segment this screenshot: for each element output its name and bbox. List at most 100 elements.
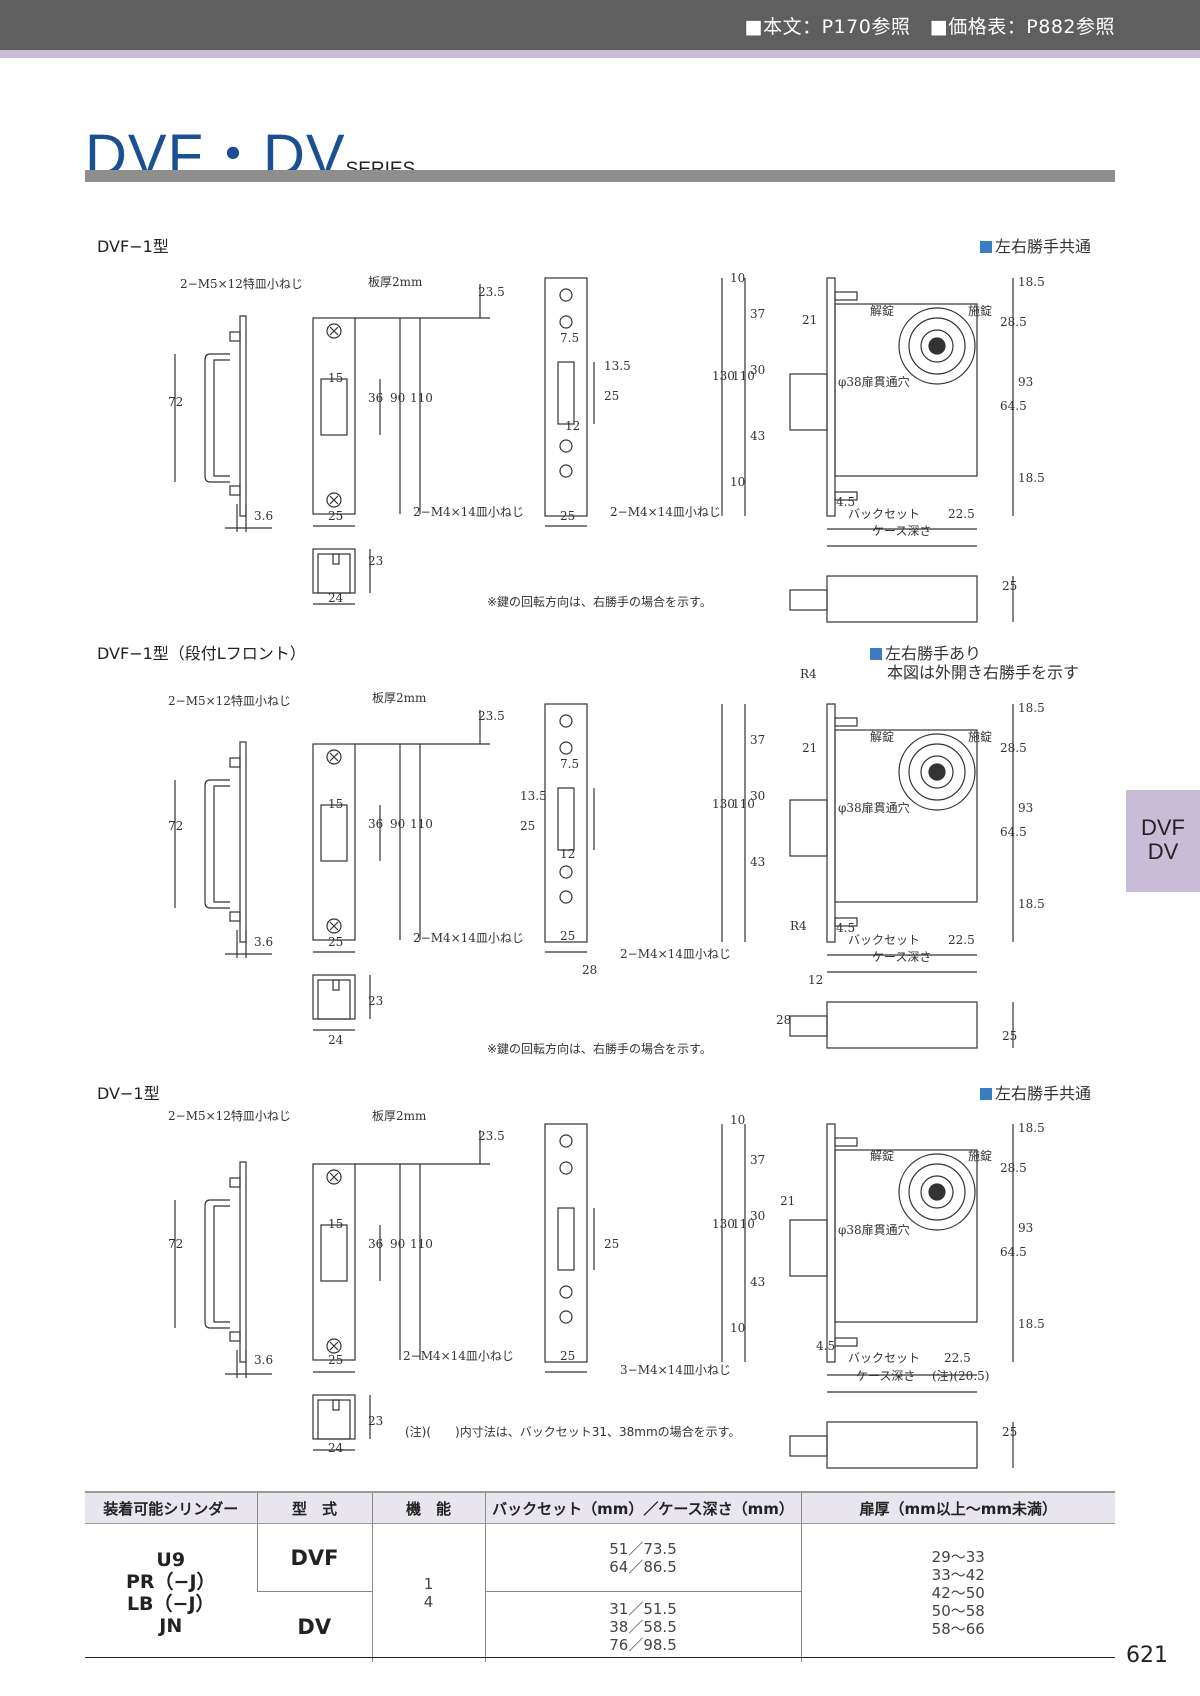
drawing-dvf1-l xyxy=(174,703,1014,1049)
dim-strike-25: 25 xyxy=(560,509,575,523)
dim-110b: 110 xyxy=(732,369,755,383)
dim-93-2: 93 xyxy=(1018,801,1033,815)
dim-10-top-3: 10 xyxy=(730,1113,745,1127)
dim-plate-thickness-3: 板厚2mm xyxy=(372,1109,427,1123)
dim-110b-3: 110 xyxy=(732,1217,755,1231)
title-rule xyxy=(85,170,1115,182)
label-backset-2: バックセット xyxy=(848,933,920,947)
rotation-note-1: ※鍵の回転方向は、右勝手の場合を示す。 xyxy=(487,595,712,609)
dim-24-2: 24 xyxy=(328,1033,344,1047)
header-backset: バックセット（mm）／ケース深さ（mm） xyxy=(484,1491,801,1524)
square-bullet-icon xyxy=(870,648,882,660)
cell-model-dvf: DVF xyxy=(256,1523,372,1592)
label-lock-2: 施錠 xyxy=(968,729,992,744)
label-bore: φ38扉貫通穴 xyxy=(838,374,910,389)
dim-25: 25 xyxy=(328,509,343,523)
label-case-depth: ケース深さ xyxy=(872,524,931,538)
dim-36: 36 xyxy=(368,391,383,405)
dim-13-5-2: 13.5 xyxy=(520,789,547,803)
dim-4-5-3: 4.5 xyxy=(816,1339,835,1353)
dimension-labels-dvf1: 2−M5×12特皿小ねじ 板厚2mm 72 3.6 25 23.5 15 36 … xyxy=(168,271,1045,605)
dim-4-5-2: 4.5 xyxy=(836,921,855,935)
dim-37-2: 37 xyxy=(750,733,765,747)
drawing-dvf1 xyxy=(174,277,1014,623)
square-bullet-icon xyxy=(980,1088,992,1100)
dim-screw-strike-b: 2−M4×14皿小ねじ xyxy=(610,505,721,519)
dim-top-25: 25 xyxy=(1002,579,1017,593)
dim-37: 37 xyxy=(750,307,765,321)
table-row: U9 PR（−J） LB（−J） JN DVF 1 4 51／73.5 64／8… xyxy=(85,1523,1115,1662)
dim-r4-bottom: R4 xyxy=(790,919,807,933)
handing-tag-dvf1-l: 左右勝手あり xyxy=(870,640,981,664)
label-lock-3: 施錠 xyxy=(968,1148,992,1163)
dim-24-3: 24 xyxy=(328,1441,344,1455)
dimension-labels-dv1: 2−M5×12特皿小ねじ 板厚2mm 72 3.6 25 23.5 15 36 … xyxy=(168,1108,1045,1455)
label-case-depth-3: ケース深さ xyxy=(856,1369,915,1383)
dim-23-2: 23 xyxy=(368,994,383,1008)
dim-110b-2: 110 xyxy=(732,797,755,811)
dim-18-5-top: 18.5 xyxy=(1018,275,1045,289)
spec-table: 装着可能シリンダー 型 式 機 能 バックセット（mm）／ケース深さ（mm） 扉… xyxy=(85,1491,1115,1662)
dim-strike-25b: 25 xyxy=(604,389,619,403)
dim-screw-front-3: 2−M5×12特皿小ねじ xyxy=(168,1108,291,1123)
dim-18-5-top-3: 18.5 xyxy=(1018,1121,1045,1135)
dim-23-3: 23 xyxy=(368,1414,383,1428)
cell-door-thickness: 29〜33 33〜42 42〜50 50〜58 58〜66 xyxy=(800,1523,1115,1662)
dim-36-2: 36 xyxy=(368,817,383,831)
header-model: 型 式 xyxy=(256,1491,372,1524)
cell-backset-dvf: 51／73.5 64／86.5 xyxy=(484,1523,801,1592)
dim-28-2: 28 xyxy=(582,963,597,977)
dim-plate-thickness: 板厚2mm xyxy=(368,275,423,289)
dim-72: 72 xyxy=(168,395,183,409)
dim-3-6-2: 3.6 xyxy=(254,935,273,949)
table-row: DV 31／51.5 38／58.5 76／98.5 xyxy=(85,1591,1115,1662)
dim-13-5: 13.5 xyxy=(604,359,631,373)
dim-72-2: 72 xyxy=(168,819,183,833)
dim-28-5: 28.5 xyxy=(1000,315,1027,329)
dim-plate-thickness-2: 板厚2mm xyxy=(372,691,427,705)
dim-22-5: 22.5 xyxy=(948,507,975,521)
backset-note-3: (注)( )内寸法は、バックセット31、38mmの場合を示す。 xyxy=(405,1425,741,1439)
section-label-dv1: DV−1型 xyxy=(97,1084,160,1103)
top-header-bar: ■本文：P170参照 ■価格表：P882参照 xyxy=(0,0,1200,50)
header-cylinder: 装着可能シリンダー xyxy=(85,1491,257,1524)
dim-72-3: 72 xyxy=(168,1237,183,1251)
dim-screw-front-2: 2−M5×12特皿小ねじ xyxy=(168,693,291,708)
dim-25-3: 25 xyxy=(328,1353,343,1367)
dim-64-5: 64.5 xyxy=(1000,399,1027,413)
dim-12-top: 12 xyxy=(808,973,823,987)
dim-21: 21 xyxy=(802,313,817,327)
dim-screw-strike-3b: 3−M4×14皿小ねじ xyxy=(620,1363,731,1377)
section-label-dvf1: DVF−1型 xyxy=(97,237,169,256)
header-door-thickness: 扉厚（mm以上〜mm未満） xyxy=(800,1491,1115,1524)
dim-15-3: 15 xyxy=(328,1217,343,1231)
dim-110-2: 110 xyxy=(410,817,433,831)
rotation-note-2: ※鍵の回転方向は、右勝手の場合を示す。 xyxy=(487,1042,712,1056)
dim-93: 93 xyxy=(1018,375,1033,389)
label-unlock-2: 解錠 xyxy=(870,729,894,744)
label-dv-note-dim: (注)(20.5) xyxy=(932,1368,989,1383)
dim-3-6-3: 3.6 xyxy=(254,1353,273,1367)
dim-top-25-3: 25 xyxy=(1002,1425,1017,1439)
square-bullet-icon xyxy=(980,241,992,253)
dim-110-3: 110 xyxy=(410,1237,433,1251)
page-number: 621 xyxy=(1126,1643,1168,1668)
dim-15: 15 xyxy=(328,371,343,385)
label-unlock-3: 解錠 xyxy=(870,1148,894,1163)
header-accent-line xyxy=(0,50,1200,58)
dim-10-top: 10 xyxy=(730,271,745,285)
dim-24: 24 xyxy=(328,591,344,605)
dim-25b-3: 25 xyxy=(604,1237,619,1251)
dim-28-top: 28 xyxy=(776,1013,791,1027)
drawing-dv1 xyxy=(174,1123,1014,1469)
label-backset: バックセット xyxy=(848,507,920,521)
section-label-dvf1-l: DVF−1型（段付Lフロント） xyxy=(97,644,306,663)
dim-21-2: 21 xyxy=(802,741,817,755)
dim-23-5-3: 23.5 xyxy=(478,1129,505,1143)
dim-43-3: 43 xyxy=(750,1275,765,1289)
dim-18-5-bottom-3: 18.5 xyxy=(1018,1317,1045,1331)
dim-30-3: 30 xyxy=(750,1209,765,1223)
page-reference: ■本文：P170参照 ■価格表：P882参照 xyxy=(744,16,1115,38)
dim-screw-front: 2−M5×12特皿小ねじ xyxy=(180,276,303,291)
dim-25b-2: 25 xyxy=(520,819,535,833)
